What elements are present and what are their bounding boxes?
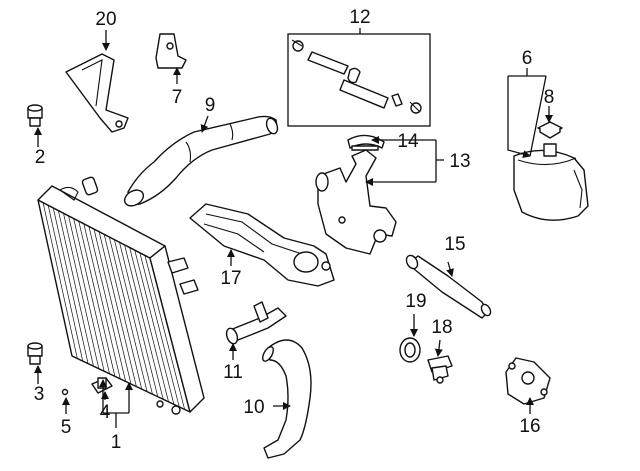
drain-o-ring xyxy=(61,388,69,396)
retaining-clip xyxy=(155,33,187,69)
callout-18: 18 xyxy=(431,317,452,338)
callout-19: 19 xyxy=(405,291,426,312)
callout-3: 3 xyxy=(34,384,45,405)
leader-lines xyxy=(34,28,553,428)
drain-bolt-upper xyxy=(27,104,43,127)
callout-9: 9 xyxy=(205,95,216,116)
water-inlet xyxy=(505,357,551,405)
callout-16: 16 xyxy=(519,416,540,437)
radiator-core-fins xyxy=(42,202,185,410)
upper-radiator-hose xyxy=(123,115,279,207)
thermostat xyxy=(427,355,453,384)
callout-17: 17 xyxy=(220,268,241,289)
callout-14: 14 xyxy=(397,131,419,152)
callout-12: 12 xyxy=(349,7,370,28)
callout-13: 13 xyxy=(449,151,470,172)
callout-1: 1 xyxy=(111,432,122,453)
lower-radiator-hose xyxy=(262,339,312,459)
radiator xyxy=(37,176,205,415)
callout-numbers: 1 2 3 4 5 6 7 8 9 10 11 12 13 14 15 16 1… xyxy=(34,7,555,453)
thermostat-housing-gasket xyxy=(189,203,335,287)
radiator-support-bracket xyxy=(65,53,129,133)
coolant-reservoir xyxy=(513,143,589,221)
callout-11: 11 xyxy=(223,362,243,383)
callout-7: 7 xyxy=(172,87,183,108)
callout-4: 4 xyxy=(100,402,111,423)
thermostat-gasket-ring xyxy=(399,337,421,363)
callout-8: 8 xyxy=(544,87,555,108)
water-bypass-hose-with-sensor xyxy=(225,301,287,345)
callout-15: 15 xyxy=(444,234,465,255)
reservoir-cap xyxy=(537,121,563,139)
callout-6: 6 xyxy=(522,48,533,69)
bypass-pipe xyxy=(405,254,492,319)
callout-10: 10 xyxy=(243,397,264,418)
drain-cock xyxy=(91,377,113,394)
callout-20: 20 xyxy=(95,9,116,30)
bypass-hose-kit-box xyxy=(287,33,431,127)
water-outlet-housing xyxy=(315,149,397,255)
callout-5: 5 xyxy=(61,417,72,438)
drain-bolt-lower xyxy=(27,342,43,365)
radiator-cap xyxy=(347,134,385,151)
callout-2: 2 xyxy=(35,147,46,168)
